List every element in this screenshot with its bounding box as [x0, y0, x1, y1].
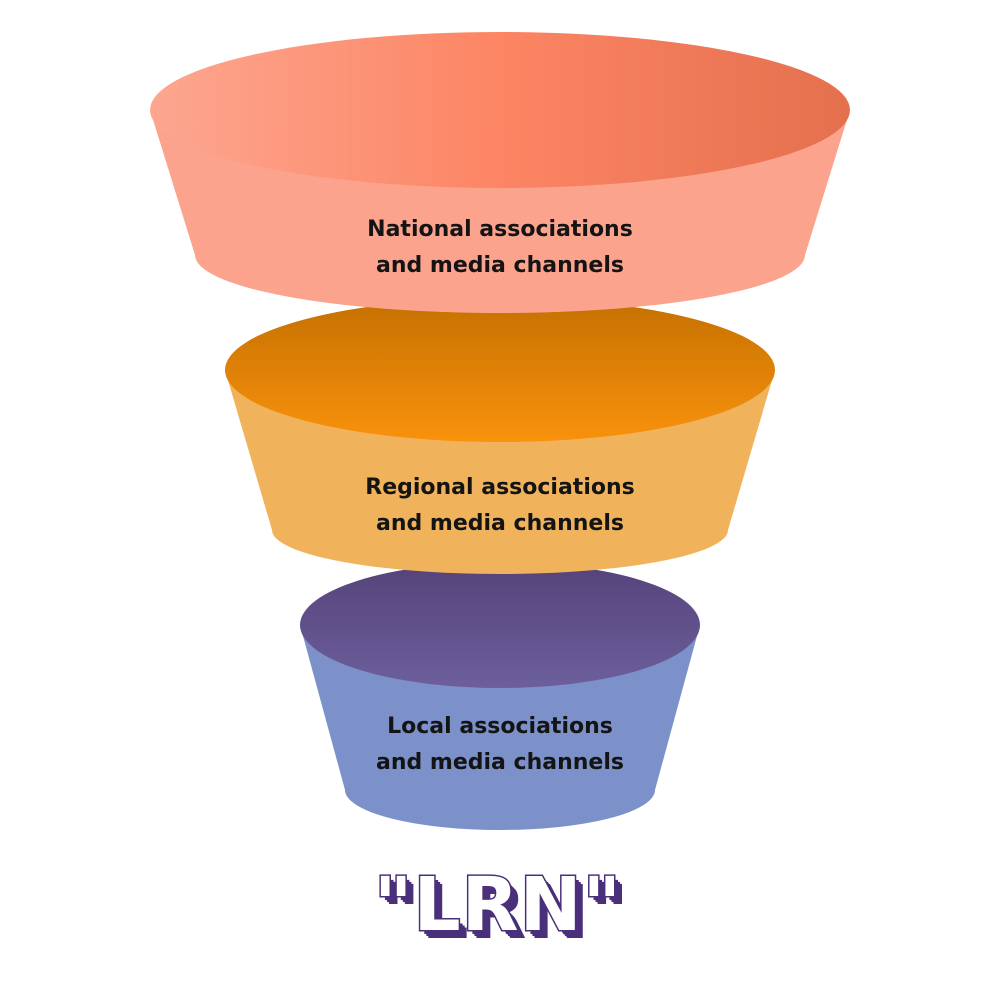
lrn-logo-shadow-3: "LRN"	[382, 870, 630, 956]
lrn-logo: "LRN" "LRN" "LRN" "LRN"	[372, 861, 630, 957]
tier-local-label-line1: Local associations	[387, 714, 613, 739]
tier-local-label-line2: and media channels	[376, 750, 624, 775]
lrn-logo-shadow-2: "LRN"	[380, 868, 628, 954]
tier-national-label-line1: National associations	[367, 217, 633, 242]
tier-national-label-line2: and media channels	[376, 253, 624, 278]
lrn-logo-text: "LRN"	[374, 862, 622, 948]
tier-regional-label-line1: Regional associations	[365, 475, 634, 500]
funnel-tier-regional: Regional associations and media channels	[225, 298, 775, 574]
funnel-tier-national: National associations and media channels	[150, 32, 850, 313]
tier-regional-label-line2: and media channels	[376, 511, 624, 536]
lrn-logo-shadow-1: "LRN"	[378, 866, 626, 952]
tier-local-top	[300, 562, 700, 688]
tier-regional-top	[225, 298, 775, 442]
funnel-tier-local: Local associations and media channels	[300, 562, 700, 830]
tier-national-top	[150, 32, 850, 188]
